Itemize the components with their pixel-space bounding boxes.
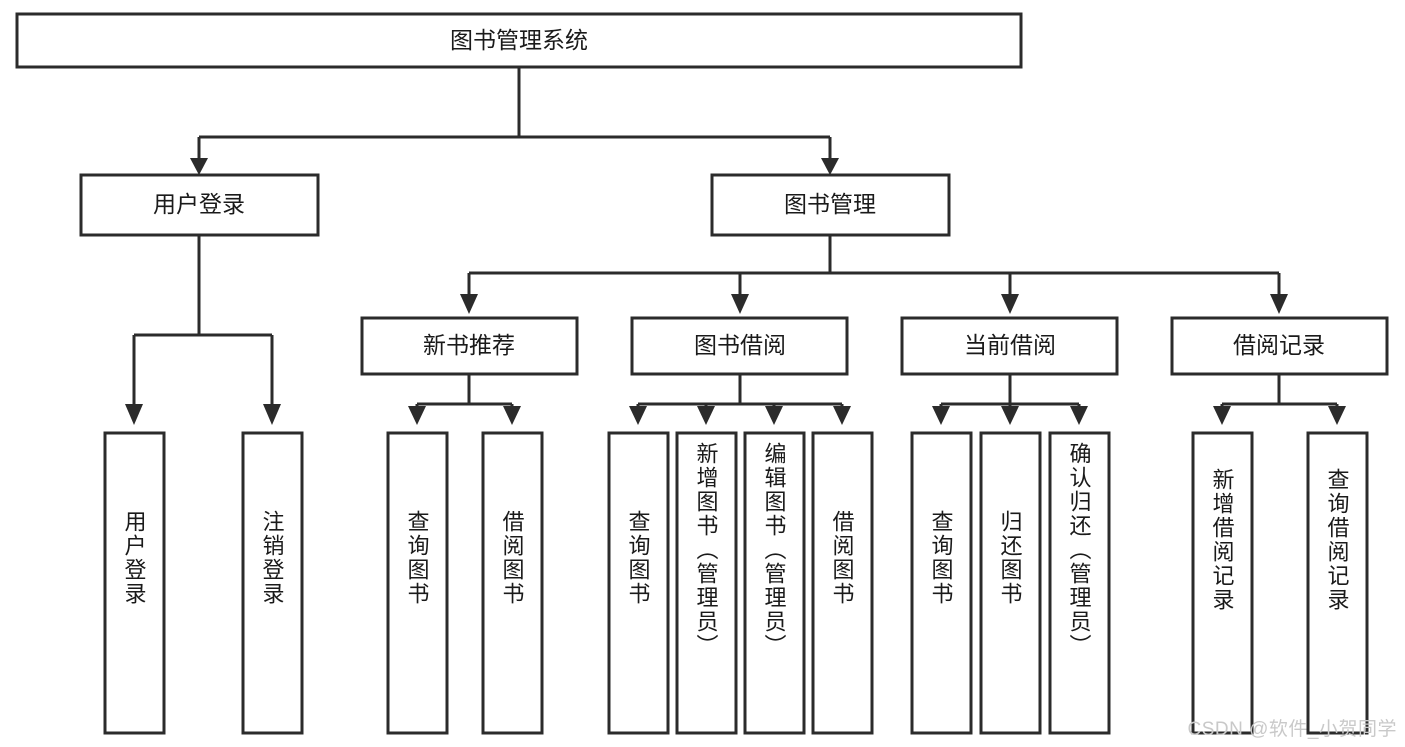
leaf-box-query-borrow-record[interactable] — [1306, 431, 1369, 735]
node-book-borrow-label: 图书借阅 — [694, 332, 786, 358]
leaf-box-add-borrow-record[interactable] — [1191, 431, 1254, 735]
arrow-head-currentborrow-leaf1 — [932, 406, 950, 425]
node-borrow-record-box[interactable] — [1170, 316, 1389, 376]
leaf-box-return-book[interactable] — [979, 431, 1042, 735]
node-book-manage-label: 图书管理 — [784, 191, 876, 217]
node-user-login-label: 用户登录 — [153, 191, 245, 217]
node-root-label: 图书管理系统 — [450, 27, 588, 53]
leaf-box-query-book-1[interactable] — [386, 431, 449, 735]
node-user-login-box[interactable] — [79, 173, 320, 237]
node-book-manage-box[interactable] — [710, 173, 951, 237]
leaf-box-add-book-admin[interactable] — [675, 431, 738, 735]
arrow-head-newbook-leaf1 — [408, 406, 426, 425]
arrow-head-leaf-logout — [263, 404, 281, 425]
nodes-layer: 图书管理系统 用户登录 图书管理 新书推荐 图书借阅 当前借阅 借阅记录 — [15, 12, 1389, 735]
arrow-head-user-login — [190, 158, 208, 175]
node-current-borrow-box[interactable] — [900, 316, 1119, 376]
node-new-book-recommend-label: 新书推荐 — [423, 332, 515, 358]
leaf-box-confirm-return-admin[interactable] — [1048, 431, 1111, 735]
node-current-borrow-label: 当前借阅 — [964, 332, 1056, 358]
arrow-head-book-manage — [821, 158, 839, 175]
arrow-head-currentborrow-leaf2 — [1001, 406, 1019, 425]
leaf-box-logout[interactable] — [241, 431, 304, 735]
node-root-box[interactable] — [15, 12, 1023, 69]
leaf-box-user-login[interactable] — [103, 431, 166, 735]
arrow-head-current — [1001, 294, 1019, 314]
arrow-head-newbook-leaf2 — [503, 406, 521, 425]
leaf-box-query-book-3[interactable] — [910, 431, 973, 735]
node-borrow-record-label: 借阅记录 — [1233, 332, 1325, 358]
arrow-head-bookborrow-leaf3 — [765, 406, 783, 425]
arrow-head-borrowrecord-leaf2 — [1328, 406, 1346, 425]
arrow-head-bookborrow-leaf2 — [697, 406, 715, 425]
leaf-box-query-book-2[interactable] — [607, 431, 670, 735]
arrow-head-borrowrecord-leaf1 — [1213, 406, 1231, 425]
arrow-head-record — [1270, 294, 1288, 314]
leaf-box-borrow-book-2[interactable] — [811, 431, 874, 735]
leaf-box-borrow-book-1[interactable] — [481, 431, 544, 735]
node-new-book-recommend-box[interactable] — [360, 316, 579, 376]
arrow-head-newbook — [460, 294, 478, 314]
node-book-borrow-box[interactable] — [630, 316, 849, 376]
arrow-head-currentborrow-leaf3 — [1070, 406, 1088, 425]
arrow-head-borrow — [731, 294, 749, 314]
leaf-box-edit-book-admin[interactable] — [743, 431, 806, 735]
arrow-head-bookborrow-leaf4 — [833, 406, 851, 425]
arrow-head-bookborrow-leaf1 — [629, 406, 647, 425]
connectors-layer — [125, 67, 1346, 425]
csdn-watermark: CSDN @软件_小贺同学 — [1187, 719, 1397, 740]
arrow-head-leaf-user-login — [125, 404, 143, 425]
